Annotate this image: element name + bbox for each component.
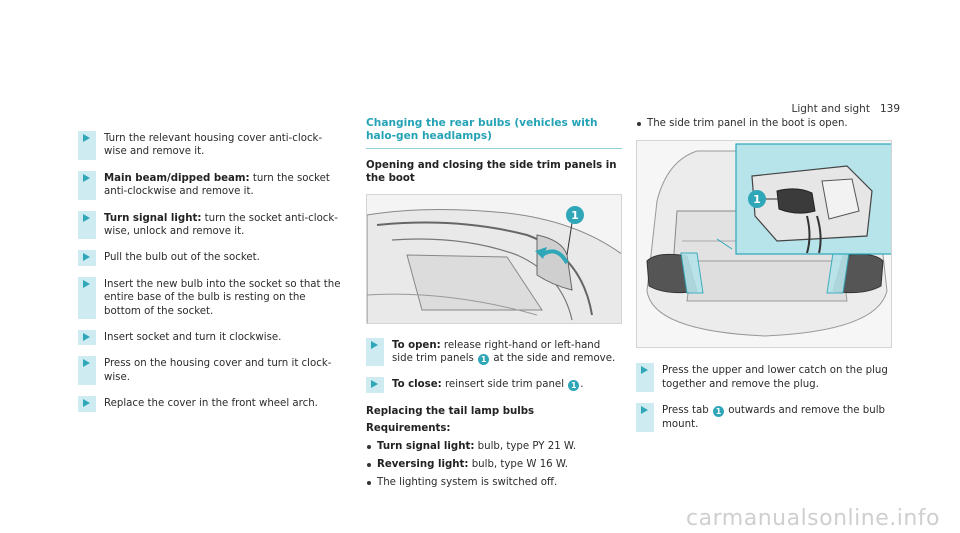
tail-lamp-title: Replacing the tail lamp bulbs <box>366 405 535 417</box>
step-item: Turn signal light: turn the socket anti-… <box>78 210 343 240</box>
callout-badge: 1 <box>713 406 724 418</box>
arrow-icon <box>83 134 90 142</box>
arrow-icon <box>83 279 90 288</box>
arrow-icon <box>83 253 90 262</box>
arrow-icon <box>83 333 90 342</box>
arrow-icon <box>83 399 90 408</box>
step-item: Press the upper and lower catch on the p… <box>636 363 892 393</box>
step-item: Main beam/dipped beam: turn the socket a… <box>78 170 343 200</box>
boot-trim-figure: 1 <box>366 193 622 324</box>
page-header: Light and sight 139 <box>791 103 900 116</box>
page-number: 139 <box>879 103 900 115</box>
middle-column: Changing the rear bulbs (vehicles with h… <box>366 117 622 495</box>
open-step: To open: release right-hand or left-hand… <box>366 337 622 367</box>
tail-lamp-illustration: 1 <box>637 141 891 348</box>
callout-number: 1 <box>571 209 579 222</box>
arrow-icon <box>83 213 90 222</box>
arrow-icon <box>83 359 90 368</box>
requirement-item: Turn signal light: bulb, type PY 21 W. <box>366 440 622 453</box>
requirements-label: Requirements: <box>366 423 451 435</box>
arrow-icon <box>641 366 648 375</box>
requirement-item: Reversing light: bulb, type W 16 W. <box>366 458 622 471</box>
watermark: carmanualsonline.info <box>686 505 940 531</box>
requirement-item: The lighting system is switched off. <box>366 476 622 489</box>
step-item: Turn the relevant housing cover anti-clo… <box>78 131 343 160</box>
callout-badge <box>566 205 584 224</box>
step-item: Insert the new bulb into the socket so t… <box>78 276 343 320</box>
step-item: Press tab 1 outwards and remove the bulb… <box>636 403 892 433</box>
step-item: Replace the cover in the front wheel arc… <box>78 396 343 412</box>
step-item: Pull the bulb out of the socket. <box>78 250 343 266</box>
arrow-icon <box>641 406 648 415</box>
subsection-title: Opening and closing the side trim panels… <box>366 159 617 185</box>
callout-badge: 1 <box>568 380 580 392</box>
left-column: Turn the relevant housing cover anti-clo… <box>78 131 343 424</box>
arrow-icon <box>371 380 378 389</box>
step-item: Press on the housing cover and turn it c… <box>78 356 343 386</box>
callout-number: 1 <box>753 193 761 206</box>
close-step: To close: reinsert side trim panel 1. <box>366 377 622 393</box>
arrow-icon <box>83 173 90 182</box>
precondition-item: The side trim panel in the boot is open. <box>636 117 892 130</box>
tail-lamp-figure: 1 <box>636 140 892 349</box>
section-name: Light and sight <box>791 103 870 115</box>
callout-badge <box>748 190 766 209</box>
section-title: Changing the rear bulbs (vehicles with h… <box>366 117 622 149</box>
right-column: The side trim panel in the boot is open.… <box>636 117 892 444</box>
arrow-icon <box>371 340 378 349</box>
boot-trim-illustration: 1 <box>367 194 621 323</box>
step-item: Insert socket and turn it clockwise. <box>78 330 343 346</box>
callout-badge: 1 <box>478 354 490 366</box>
